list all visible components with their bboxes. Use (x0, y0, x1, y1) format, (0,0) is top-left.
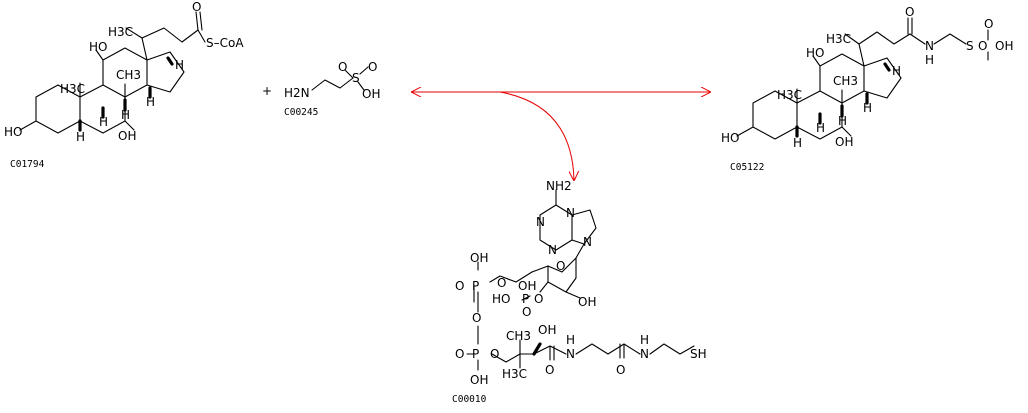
atom-me-c18: CH3 (833, 74, 858, 88)
atom-h5: H (793, 136, 802, 150)
atom-o-c24: O (192, 0, 201, 14)
atom-oh-c7: OH (835, 135, 853, 149)
atom-me-c18: CH3 (116, 68, 141, 82)
atom-h14: H (863, 101, 872, 115)
atom-oh-p1: OH (470, 251, 488, 265)
atom-s: S (966, 39, 974, 53)
atom-h5: H (76, 130, 85, 144)
atom-o-p3dbl: O (522, 305, 531, 319)
atom-o2: O (984, 17, 993, 31)
atom-h3c-b: H3C (502, 367, 527, 381)
atom-nh-b: N (640, 347, 649, 361)
atom-oh-c12: HO (806, 46, 824, 60)
atom-oh-c3: HO (4, 125, 22, 139)
atom-n3: N (548, 243, 557, 257)
atom-p3: P (522, 292, 529, 306)
atom-h8: H (99, 115, 108, 129)
compound-id-c00010: C00010 (452, 394, 487, 405)
atom-h3c-c19: H3C (777, 88, 802, 102)
atom-oh-c7: OH (118, 129, 136, 143)
atom-n9: N (583, 235, 592, 249)
coa-skeleton (466, 189, 695, 371)
compound-id-c05122: C05122 (730, 162, 764, 173)
atom-h17: H (892, 64, 901, 78)
steroid-skeleton (736, 17, 989, 140)
compound-choloyl-coa: HO H3C S–CoA O H3C CH3 HO OH H H H H H C… (4, 0, 244, 170)
atom-h-b: H (640, 333, 649, 347)
atom-me-c21: H3C (108, 25, 133, 39)
atom-h-a: H (566, 333, 575, 347)
compound-taurocholate: HO H3C O N H S O O OH H3C CH3 HO OH H H … (721, 5, 1013, 173)
atom-h8: H (816, 121, 825, 135)
atom-o1: O (978, 39, 987, 53)
atom-h2n: H2N (284, 86, 310, 100)
atom-o-c24: O (905, 5, 914, 19)
compound-id-c00245: C00245 (284, 107, 318, 118)
atom-oh-c3: HO (721, 131, 739, 145)
atom-n7: N (566, 206, 575, 220)
atom-o1: O (338, 60, 347, 74)
atom-s: S (352, 71, 360, 85)
atom-oh-c12: HO (89, 40, 107, 54)
atom-o-am-b: O (616, 363, 625, 377)
atom-p2: P (472, 347, 479, 361)
atom-h9: H (838, 114, 847, 128)
atom-o-am-a: O (545, 363, 554, 377)
atom-h17: H (175, 58, 184, 72)
atom-h9: H (121, 108, 130, 122)
plus-sign: + (262, 84, 272, 98)
atom-o-3: O (534, 292, 543, 306)
atom-h-n: H (925, 53, 934, 67)
atom-sh: SH (690, 347, 707, 361)
compound-coenzyme-a: NH2 N N N N O O OH P O O P O OH O OH HO … (452, 179, 707, 405)
steroid-skeleton (19, 11, 206, 134)
atom-ho-p3: HO (492, 292, 510, 306)
atom-o2: O (368, 60, 377, 74)
atom-oh-c: OH (538, 323, 556, 337)
atom-o-p1: O (455, 279, 464, 293)
atom-ch3-a: CH3 (506, 329, 531, 343)
atom-oh: OH (995, 39, 1013, 53)
atom-me-c21: H3C (826, 32, 851, 46)
atom-n1: N (536, 215, 545, 229)
atom-h3c-c19: H3C (60, 82, 85, 96)
atom-oh-p3: OH (518, 279, 536, 293)
atom-o-p1p2: O (472, 311, 481, 325)
atom-o-p2: O (455, 347, 464, 361)
atom-n: N (925, 39, 934, 53)
atom-o-ring: O (556, 259, 565, 273)
side-product-arrow (499, 91, 574, 180)
atom-p1: P (472, 279, 479, 293)
atom-s-coa: S–CoA (206, 36, 244, 50)
atom-oh-p2: OH (470, 373, 488, 387)
reaction-arrows (412, 92, 710, 180)
atom-oh: OH (362, 87, 380, 101)
atom-o-ester: O (490, 347, 499, 361)
atom-nh-a: N (566, 347, 575, 361)
atom-nh2: NH2 (546, 179, 572, 193)
atom-oh-2: OH (578, 295, 596, 309)
compound-id-c01794: C01794 (10, 159, 45, 170)
atom-h14: H (146, 95, 155, 109)
compound-taurine: H2N S O O OH C00245 (284, 60, 380, 118)
atom-o-5: O (497, 276, 506, 290)
